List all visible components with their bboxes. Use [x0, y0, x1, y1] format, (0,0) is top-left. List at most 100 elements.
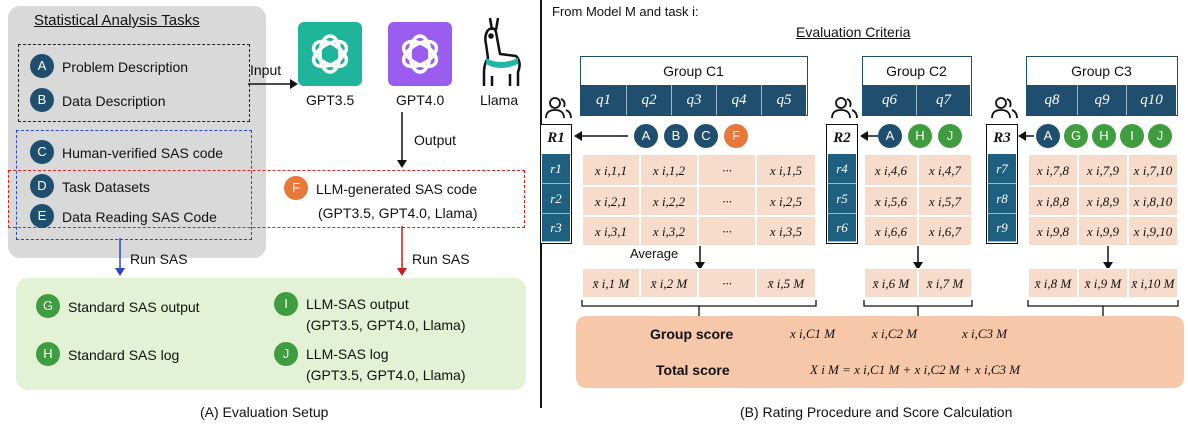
group-c3-header: Group C3 q8 q9 q10	[1026, 56, 1178, 116]
average-cell: x̄ i,2 M	[640, 268, 698, 298]
model-gpt40: GPT4.0	[396, 92, 445, 108]
score-cell: x i,3,5	[756, 216, 816, 246]
r3-badge-h: H	[1092, 124, 1116, 148]
average-cell: x̄ i,8 M	[1028, 268, 1078, 298]
group-score-c3: x i,C3 M	[962, 326, 1008, 341]
average-label: Average	[630, 246, 679, 261]
data-reading-code: Data Reading SAS Code	[62, 209, 217, 225]
question-q5: q5	[761, 85, 806, 115]
task-datasets: Task Datasets	[62, 179, 150, 195]
human-verified-code: Human-verified SAS code	[62, 145, 224, 161]
average-cell: x̄ i,7 M	[918, 268, 972, 298]
blue-dashed-box	[16, 130, 252, 240]
openai-knot-icon	[311, 34, 349, 74]
r1-badge-f: F	[724, 124, 748, 148]
output-arrow	[397, 112, 407, 168]
score-cell: x i,1,1	[582, 154, 640, 186]
score-cell: x i,2,2	[640, 186, 698, 216]
r1-badge-b: B	[664, 124, 688, 148]
question-q1: q1	[596, 92, 611, 108]
score-cell: ···	[698, 186, 756, 216]
badge-a: A	[30, 54, 54, 78]
rater-r3-label: R3	[993, 130, 1011, 146]
badge-b: B	[30, 88, 54, 112]
people-icon	[831, 97, 858, 119]
input-arrow	[248, 79, 298, 89]
run-sas-label-1: Run SAS	[130, 251, 188, 267]
average-cell: x̄ i,5 M	[756, 268, 816, 298]
llm-generated-code: LLM-generated SAS code	[316, 181, 478, 197]
score-cell: x i,2,5	[756, 186, 816, 216]
r1-badge-a: A	[634, 124, 658, 148]
score-cell: x i,8,8	[1028, 186, 1078, 216]
average-arrow-2	[913, 246, 923, 270]
group-score-c1: x i,C1 M	[790, 326, 836, 341]
rater-row-r6: r6	[828, 214, 856, 242]
rater-row-r2: r2	[542, 184, 570, 214]
run-sas-arrow-blue	[115, 238, 125, 276]
rater-r2-label: R2	[833, 130, 851, 146]
output-label: Output	[414, 132, 457, 148]
caption-a: (A) Evaluation Setup	[200, 404, 329, 420]
score-cell: x i,6,7	[918, 216, 972, 246]
score-cell: x i,7,10	[1128, 154, 1178, 186]
question-q9: q9	[1077, 85, 1126, 115]
run-sas-arrow-red	[397, 226, 407, 276]
input-label: Input	[250, 62, 282, 78]
question-q8: q8	[1044, 92, 1060, 108]
score-cell: ···	[698, 216, 756, 246]
people-icon	[545, 97, 572, 119]
badge-e: E	[30, 204, 54, 228]
tasks-title: Statistical Analysis Tasks	[34, 12, 200, 29]
average-cell: ···	[698, 268, 756, 298]
total-score-formula: X i M = x i,C1 M + x i,C2 M + x i,C3 M	[810, 362, 1021, 377]
llm-sas-output: LLM-SAS output	[306, 296, 409, 312]
group-score-c2: x i,C2 M	[872, 326, 918, 341]
gpt40-logo	[388, 22, 452, 86]
badge-h: H	[36, 342, 60, 366]
rater2-arrow	[860, 131, 878, 141]
total-score-label: Total score	[656, 362, 730, 378]
llm-sas-log-models: (GPT3.5, GPT4.0, Llama)	[306, 367, 466, 383]
rater-row-r3: r3	[542, 214, 570, 242]
score-cell: x i,2,1	[582, 186, 640, 216]
r3-badge-j: J	[1148, 124, 1172, 148]
group-c1-question-row	[581, 85, 806, 115]
score-cell: x i,4,6	[864, 154, 918, 186]
score-cell: x i,5,7	[918, 186, 972, 216]
rater-row-r8: r8	[988, 184, 1016, 214]
average-arrow-3	[1103, 246, 1113, 270]
r2-badge-h: H	[908, 124, 932, 148]
rater-r1-label: R1	[547, 130, 565, 146]
score-cell: x i,9,10	[1128, 216, 1178, 246]
score-cell: x i,4,7	[918, 154, 972, 186]
score-cell: x i,7,8	[1028, 154, 1078, 186]
question-q4: q4	[716, 85, 761, 115]
score-cell: x i,9,8	[1028, 216, 1078, 246]
average-cell: x̄ i,1 M	[582, 268, 640, 298]
llm-sas-log: LLM-SAS log	[306, 346, 389, 362]
llama-icon	[482, 17, 521, 86]
rater-row-r9: r9	[988, 214, 1016, 242]
standard-sas-output: Standard SAS output	[68, 299, 200, 315]
question-q3: q3	[671, 85, 716, 115]
r3-badge-a: A	[1036, 124, 1060, 148]
people-icon	[991, 97, 1018, 119]
score-cell: x i,9,9	[1078, 216, 1128, 246]
question-q2: q2	[626, 85, 671, 115]
group-c2-header: Group C2 q6 q7	[862, 56, 972, 116]
standard-sas-log: Standard SAS log	[68, 347, 180, 363]
intro-label: From Model M and task i:	[552, 4, 699, 19]
average-cell: x̄ i,10 M	[1128, 268, 1178, 298]
run-sas-label-2: Run SAS	[412, 251, 470, 267]
question-q7: q7	[916, 85, 970, 115]
score-cell: ···	[698, 154, 756, 186]
badge-d: D	[30, 174, 54, 198]
badge-i: I	[274, 292, 298, 316]
llm-code-models: (GPT3.5, GPT4.0, Llama)	[318, 205, 478, 221]
average-cell: x̄ i,9 M	[1078, 268, 1128, 298]
badge-c: C	[30, 140, 54, 164]
group-c3-question-row	[1027, 85, 1176, 115]
badge-f: F	[284, 176, 308, 200]
group-score-label: Group score	[650, 326, 734, 342]
